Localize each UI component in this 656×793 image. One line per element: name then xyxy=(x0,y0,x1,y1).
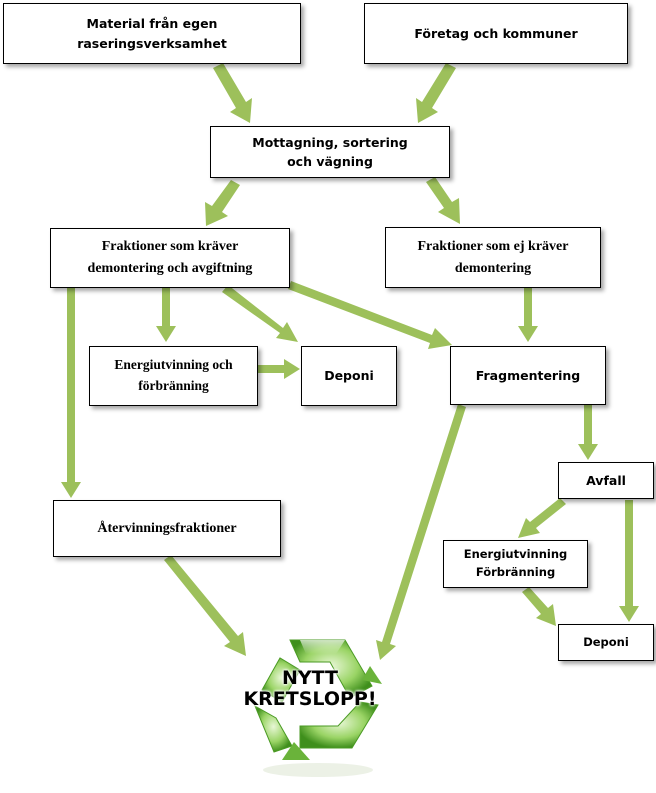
box-label: Företag och kommuner xyxy=(414,25,578,41)
box-label-line2: och vägning xyxy=(287,154,373,169)
box-label-line1: Mottagning, sortering xyxy=(252,134,408,150)
arrow-kraver-to-deponi xyxy=(222,285,298,342)
arrow-group xyxy=(61,63,639,660)
arrow-mottagning-to-ej xyxy=(426,177,460,224)
box-avfall: Avfall xyxy=(558,462,654,499)
arrow-energi2-to-deponi2 xyxy=(522,587,556,626)
box-deponi-2: Deponi xyxy=(558,624,654,661)
box-label-line2: demontering och avgiftning xyxy=(87,261,253,276)
box-label: Fragmentering xyxy=(475,367,581,383)
box-fragmentering: Fragmentering xyxy=(450,346,606,405)
box-label-line1: Fraktioner som ej kräver xyxy=(417,238,569,254)
box-label: Material från egen raseringsverksamhet xyxy=(77,16,227,51)
box-label-line2: Förbränning xyxy=(475,565,556,579)
arrow-avfall-to-deponi2 xyxy=(619,500,639,622)
arrow-energi-to-deponi xyxy=(258,359,300,379)
arrow-ej-to-fragmentering xyxy=(518,288,538,342)
arrow-material-to-mottagning xyxy=(213,63,252,123)
box-material-egen-rasering: Material från egen raseringsverksamhet xyxy=(3,3,301,64)
arrow-fragmentering-to-avfall xyxy=(578,405,598,460)
arrow-avfall-to-energi2 xyxy=(518,498,566,538)
box-label: Deponi xyxy=(583,634,629,649)
arrow-kraver-to-fragmentering xyxy=(288,281,452,349)
box-label: Deponi xyxy=(324,368,374,384)
logo-line2: KRETSLOPP! xyxy=(243,688,377,710)
box-atervinningsfraktioner: Återvinningsfraktioner xyxy=(53,500,281,557)
box-fraktioner-ej-kraver: Fraktioner som ej kräver demontering xyxy=(385,227,601,288)
logo-line1: NYTT xyxy=(281,667,339,689)
box-label-line1: Energiutvinning och xyxy=(114,357,233,373)
arrow-mottagning-to-kraver xyxy=(205,180,240,226)
box-deponi: Deponi xyxy=(301,346,397,406)
arrow-foretag-to-mottagning xyxy=(416,63,456,123)
box-energiutvinning-forbranning-2: Energiutvinning Förbränning xyxy=(443,540,588,588)
arrow-kraver-to-atervinning xyxy=(61,288,81,498)
nytt-kretslopp-label: NYTT KRETSLOPP! xyxy=(230,668,390,710)
box-label-line1: Energiutvinning xyxy=(463,547,568,562)
box-label-line2: förbränning xyxy=(138,378,209,393)
box-fraktioner-kraver-demontering: Fraktioner som kräver demontering och av… xyxy=(50,228,290,288)
recycle-icon xyxy=(253,639,382,777)
arrow-kraver-to-energi xyxy=(156,288,176,342)
box-label-line1: Fraktioner som kräver xyxy=(101,239,239,255)
box-label-line2: demontering xyxy=(454,260,532,276)
arrow-fragmentering-to-kretslopp xyxy=(376,404,466,660)
box-label: Återvinningsfraktioner xyxy=(97,520,237,536)
box-label: Avfall xyxy=(586,472,626,488)
box-energiutvinning-forbranning: Energiutvinning och förbränning xyxy=(89,346,258,406)
box-mottagning: Mottagning, sortering och vägning xyxy=(210,126,450,178)
box-foretag-kommuner: Företag och kommuner xyxy=(364,3,628,64)
arrow-atervinning-to-kretslopp xyxy=(164,555,246,656)
